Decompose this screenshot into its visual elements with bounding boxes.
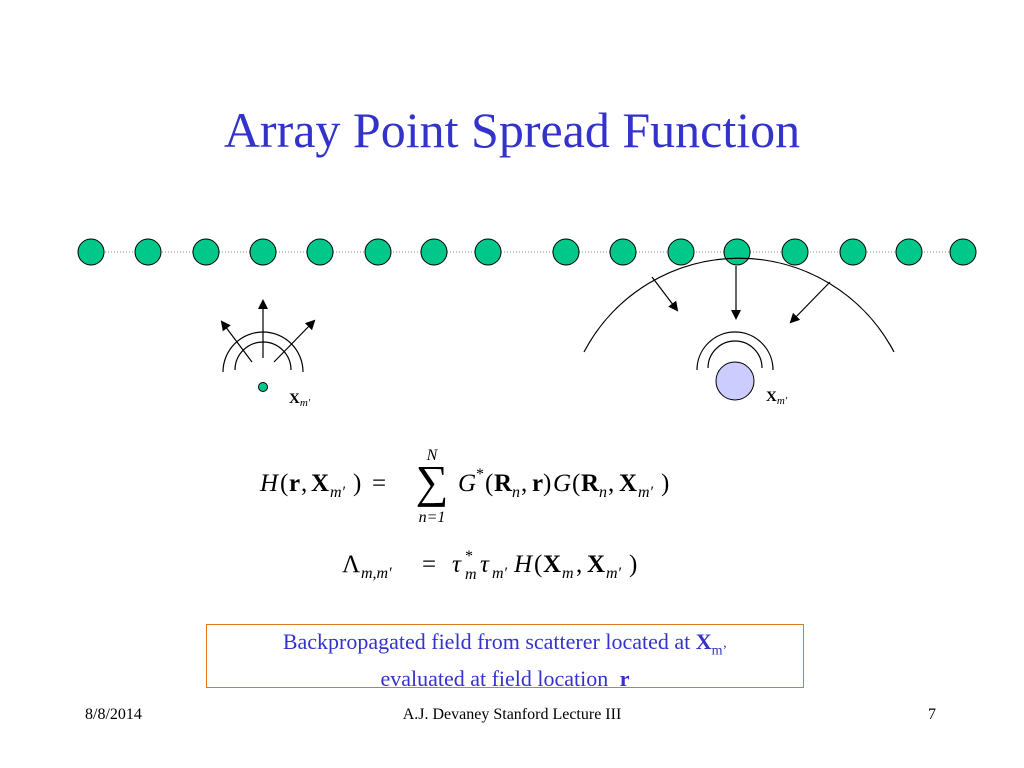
eq-symbol: R — [494, 470, 513, 497]
eq-subscript: m — [562, 565, 574, 582]
eq-comma: , — [608, 470, 614, 497]
eq-paren: ( — [485, 470, 493, 497]
eq-equals: = — [372, 470, 386, 497]
eq-superscript: * — [476, 466, 484, 483]
sum-lower-limit: n=1 — [419, 509, 446, 526]
right-array — [552, 238, 977, 266]
eq-paren: ( — [572, 470, 580, 497]
eq-symbol: X — [587, 551, 605, 578]
eq-comma: , — [301, 470, 307, 497]
eq-paren: ) — [661, 470, 669, 497]
eq-symbol: τ — [480, 551, 490, 578]
array-element — [420, 238, 448, 266]
eq-paren: ) — [353, 470, 361, 497]
caption-text: Backpropagated field from scatterer loca… — [282, 629, 696, 654]
arrow-down-right-icon — [651, 276, 679, 312]
eq-comma: , — [521, 470, 527, 497]
eq-subscript: m′ — [330, 484, 346, 501]
eq-symbol: τ — [452, 551, 462, 578]
array-figure: Xm′ Xm′ — [77, 238, 977, 409]
sum-symbol: ∑ — [416, 456, 449, 507]
eq-comma: , — [576, 551, 582, 578]
caption-bold: X — [695, 629, 712, 654]
eq-subscript: m′ — [638, 484, 654, 501]
array-element — [895, 238, 923, 266]
wavefront-arc — [696, 331, 774, 371]
eq-superscript: * — [465, 548, 473, 565]
left-array — [77, 238, 502, 266]
scatterer — [715, 361, 755, 401]
eq-equals: = — [422, 551, 436, 578]
footer-page-number: 7 — [928, 706, 936, 723]
array-element — [667, 238, 695, 266]
array-element — [552, 238, 580, 266]
wavefront-arc — [707, 340, 763, 369]
array-element — [249, 238, 277, 266]
eq-symbol: G — [458, 470, 476, 497]
array-element — [77, 238, 105, 266]
array-element — [839, 238, 867, 266]
point-scatterer — [258, 382, 268, 392]
array-element — [306, 238, 334, 266]
eq-symbol: r — [532, 470, 543, 497]
eq-paren: ( — [280, 470, 288, 497]
arrow-down-left-icon — [789, 281, 831, 324]
eq-subscript: n — [512, 484, 520, 501]
caption-subscript: m’ — [711, 643, 728, 659]
caption-line-2: evaluated at field location r — [207, 665, 803, 693]
eq-paren: ( — [534, 551, 542, 578]
left-scatterer-label: Xm′ — [289, 391, 311, 409]
eq-symbol: X — [311, 470, 329, 497]
caption-bold: r — [619, 666, 630, 692]
eq-subscript: n — [599, 484, 607, 501]
array-element — [609, 238, 637, 266]
eq-subscript: m′ — [606, 565, 622, 582]
array-element — [134, 238, 162, 266]
array-element — [364, 238, 392, 266]
array-element — [949, 238, 977, 266]
eq-symbol: r — [289, 470, 300, 497]
footer-date: 8/8/2014 — [85, 706, 142, 723]
equation-response-matrix: Λ m,m′ = τ * m τ m′ H ( X m , X m′ ) — [342, 548, 637, 583]
eq-symbol: X — [619, 470, 637, 497]
sum-upper-limit: N — [426, 447, 439, 464]
eq-subscript: m′ — [492, 565, 508, 582]
eq-paren: ) — [629, 551, 637, 578]
right-scatterer-label: Xm′ — [766, 389, 788, 407]
eq-subscript: m — [465, 566, 477, 583]
caption-text: evaluated at field location — [380, 666, 614, 692]
eq-symbol: G — [553, 470, 571, 497]
eq-symbol: R — [581, 470, 600, 497]
caption-box: Backpropagated field from scatterer loca… — [206, 624, 804, 691]
arrow-up-right-icon — [273, 319, 316, 363]
eq-subscript: m,m′ — [361, 565, 392, 582]
footer-title: A.J. Devaney Stanford Lecture III — [402, 706, 622, 723]
arrow-up-left-icon — [220, 320, 253, 363]
eq-symbol: H — [259, 470, 280, 497]
array-element — [781, 238, 809, 266]
eq-symbol: H — [513, 551, 534, 578]
focusing-wavefront — [583, 257, 895, 353]
slide-title: Array Point Spread Function — [223, 102, 801, 158]
array-element — [192, 238, 220, 266]
array-element — [474, 238, 502, 266]
eq-symbol: Λ — [342, 551, 360, 578]
right-focused-field — [583, 257, 895, 401]
eq-symbol: X — [543, 551, 561, 578]
array-element — [723, 238, 751, 266]
left-point-source — [220, 299, 316, 392]
caption-line-1: Backpropagated field from scatterer loca… — [207, 628, 803, 665]
eq-paren: ) — [543, 470, 551, 497]
equation-psf: H ( r , X m′ ) = N ∑ n=1 G * ( R n , r )… — [259, 447, 669, 526]
